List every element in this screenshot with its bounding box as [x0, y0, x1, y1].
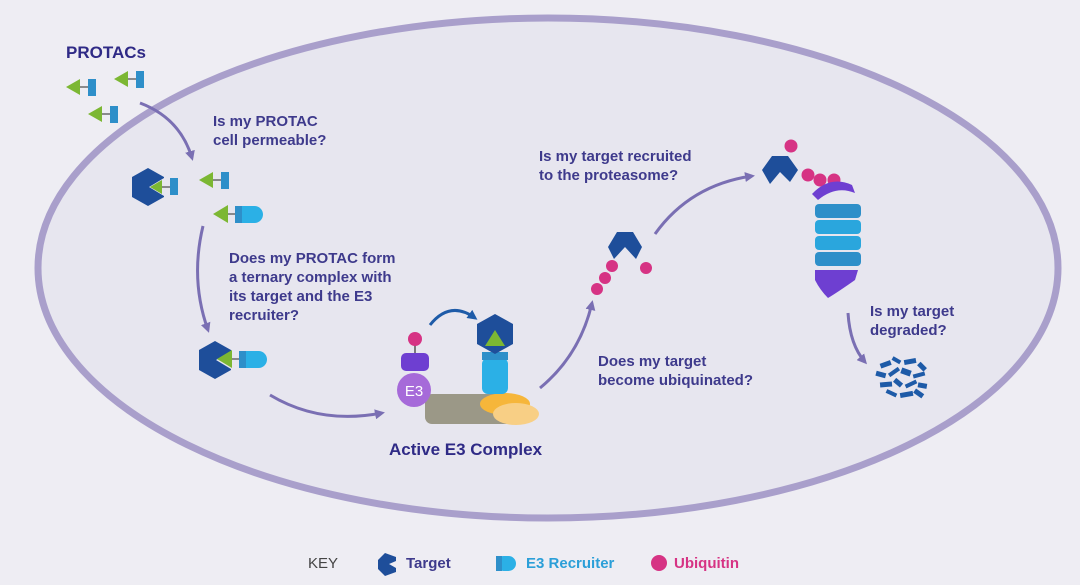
target-chevron-icon: [378, 553, 396, 576]
page-title: PROTACs: [66, 43, 146, 62]
key-icons: [378, 553, 667, 576]
cell-membrane: [34, 14, 1062, 522]
proteasome: [762, 139, 861, 298]
e3-badge: E3: [405, 383, 423, 400]
protac-molecules: [65, 70, 145, 124]
question-degraded: Is my target degraded?: [870, 303, 955, 339]
ternary-complex: [199, 341, 268, 379]
target-with-protacs: [132, 168, 264, 224]
ubiquitin-dot-icon: [651, 555, 667, 571]
question-ternary: Does my PROTAC form a ternary complex wi…: [229, 250, 396, 324]
ubiquitinated-target: [591, 232, 652, 295]
question-ubiquinated: Does my target become ubiquinated?: [598, 353, 754, 389]
key-label-e3-recruiter: E3 Recruiter: [526, 555, 615, 572]
key-label-target: Target: [406, 555, 451, 572]
flow-arrows: [139, 101, 867, 420]
active-e3-complex: [397, 309, 539, 425]
degraded-fragments: [875, 356, 928, 399]
complex-label: Active E3 Complex: [389, 440, 543, 459]
question-recruited: Is my target recruited to the proteasome…: [539, 148, 692, 184]
key-heading: KEY: [308, 555, 339, 572]
key-label-ubiquitin: Ubiquitin: [674, 555, 739, 572]
question-permeable: Is my PROTAC cell permeable?: [213, 113, 327, 149]
